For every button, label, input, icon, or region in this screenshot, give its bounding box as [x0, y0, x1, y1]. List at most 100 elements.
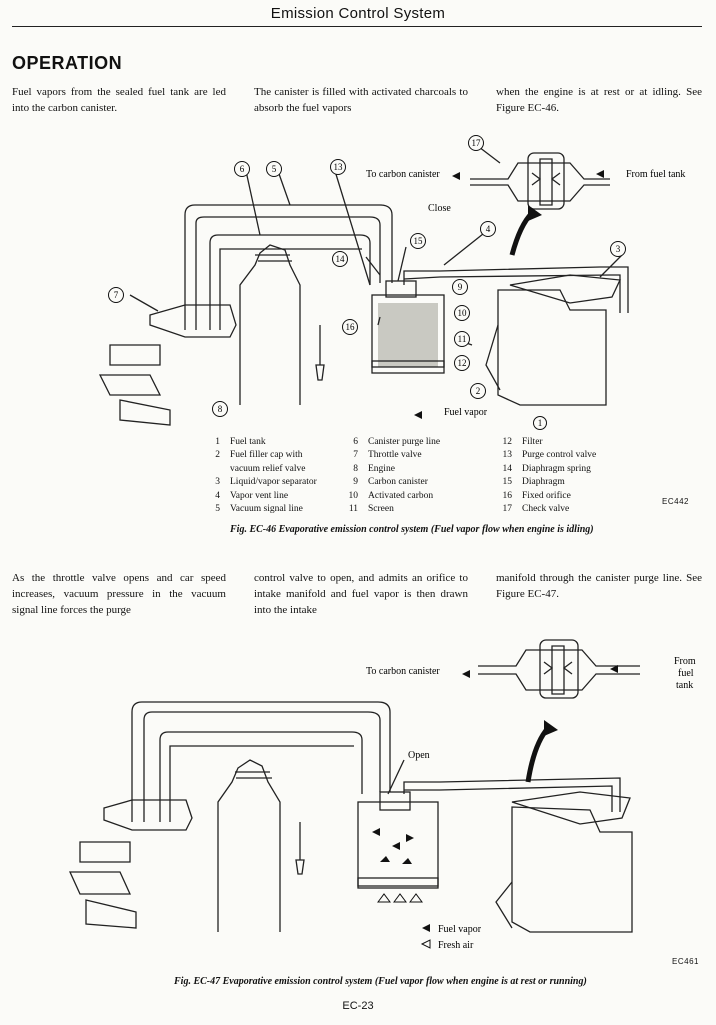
svg-text:13: 13: [334, 162, 344, 172]
callout-10: 10: [454, 305, 470, 321]
legend-item-text: Vapor vent line: [230, 490, 289, 501]
legend-item-text: Carbon canister: [368, 477, 428, 488]
figure-code-ec461: EC461: [672, 957, 699, 966]
legend-item-number: 8: [353, 463, 358, 474]
legend-item: 4 Vapor vent line: [200, 490, 317, 503]
callout-13: 13: [330, 159, 346, 175]
legend-item: 9 Carbon canister: [338, 476, 440, 489]
separator-2: [511, 791, 631, 825]
callout-6: 6: [234, 161, 250, 177]
legend-item-number: 17: [502, 504, 513, 515]
svg-text:8: 8: [218, 404, 223, 414]
throttle-body-2: [103, 799, 193, 831]
legend-item-text: Liquid/vapor separator: [230, 477, 317, 488]
engine-outline-2: [217, 759, 281, 932]
legend-item-number: 12: [502, 437, 513, 447]
page-header: Emission Control System: [0, 0, 716, 30]
svg-text:9: 9: [458, 282, 463, 292]
legend-item-text: Screen: [368, 504, 394, 515]
open-label: Open: [408, 750, 430, 761]
legend-item-number: 3: [215, 477, 220, 488]
callout-7: 7: [108, 287, 124, 303]
svg-text:6: 6: [240, 164, 245, 174]
legend-item: 5 Vacuum signal line: [200, 503, 317, 516]
callout-11: 11: [454, 331, 470, 347]
svg-text:10: 10: [458, 308, 468, 318]
callout-4: 4: [480, 221, 496, 237]
svg-text:15: 15: [414, 236, 424, 246]
vacuum-signal-line: [184, 204, 393, 330]
from-tank-label-2c: tank: [676, 680, 693, 691]
legend-item-number: 5: [215, 504, 220, 515]
legend-item-text: Check valve: [522, 504, 570, 515]
legend-item-number: 10: [348, 490, 359, 501]
legend-item: 7 Throttle valve: [338, 449, 440, 462]
svg-text:11: 11: [458, 334, 467, 344]
legend-item-number: 13: [502, 450, 513, 461]
figure-ec47-drawing: To carbon canister From fuel tank Open F…: [68, 639, 696, 951]
svg-text:3: 3: [616, 244, 621, 254]
legend-item-number: 15: [502, 477, 513, 488]
svg-text:7: 7: [114, 290, 119, 300]
from-tank-label-2a: From: [674, 656, 696, 667]
legend-item-text: Vacuum signal line: [230, 504, 303, 515]
intro-col-3: when the engine is at rest or at idling.…: [496, 86, 702, 114]
figure-caption-ec47: Fig. EC-47 Evaporative emission control …: [174, 976, 587, 987]
header-rule: [12, 26, 702, 27]
legend-item: 11 Screen: [338, 503, 440, 516]
mid-col-2: control valve to open, and admits an ori…: [254, 572, 468, 616]
separator: [509, 274, 621, 304]
fuel-tank: [497, 289, 607, 406]
legend-item: vacuum relief valve: [200, 463, 317, 476]
svg-text:1: 1: [538, 418, 543, 428]
legend-item: 12 Filter: [492, 436, 596, 449]
legend-item: 15 Diaphragm: [492, 476, 596, 489]
legend-item-number: 9: [353, 477, 358, 488]
from-tank-label-2b: fuel: [678, 668, 694, 679]
svg-text:4: 4: [486, 224, 491, 234]
legend-item-text: Purge control valve: [522, 450, 597, 461]
check-valve-drawing: [470, 152, 610, 210]
svg-text:16: 16: [346, 322, 356, 332]
canister-body-2: [357, 801, 439, 889]
callout-14: 14: [332, 251, 348, 267]
page-header-title: Emission Control System: [270, 5, 446, 22]
callout-3: 3: [610, 241, 626, 257]
legend-item-number: 11: [348, 504, 358, 515]
legend-item-text: Canister purge line: [368, 437, 441, 447]
legend-item-text: Activated carbon: [368, 490, 434, 501]
fresh-air-arrows: [377, 893, 431, 949]
check-valve-drawing-2: [478, 639, 640, 699]
callout-5: 5: [266, 161, 282, 177]
canister-body: [371, 294, 445, 374]
figure-caption-ec46: Fig. EC-46 Evaporative emission control …: [230, 524, 594, 535]
flow-arrow-2: [525, 726, 550, 783]
from-tank-label: From fuel tank: [626, 169, 685, 180]
vapor-vent-line-2: [403, 777, 621, 812]
legend-item-number: 7: [353, 450, 358, 461]
legend-item-text: Diaphragm: [522, 477, 565, 488]
callout-15: 15: [410, 233, 426, 249]
svg-text:17: 17: [472, 138, 482, 148]
legend-item-number: 4: [215, 490, 220, 501]
legend-item: 2 Fuel filler cap with: [200, 449, 317, 462]
callout-1: 1: [533, 416, 547, 430]
fuel-vapor-label-2: Fuel vapor: [438, 924, 482, 935]
page-number: EC-23: [342, 1000, 374, 1012]
vacuum-signal-line-2: [131, 701, 391, 822]
legend-item-number: 2: [215, 450, 220, 461]
legend-item-text: Fuel filler cap with: [230, 450, 303, 461]
to-canister-label: To carbon canister: [366, 169, 440, 180]
legend-item-text: Filter: [522, 437, 543, 447]
legend-item-text: Throttle valve: [368, 450, 422, 461]
intro-col-2: The canister is filled with activated ch…: [254, 86, 468, 114]
fresh-air-label: Fresh air: [438, 940, 474, 951]
legend-item-text: Diaphragm spring: [522, 463, 591, 474]
svg-text:2: 2: [476, 386, 481, 396]
legend-item-number: 14: [502, 463, 513, 474]
